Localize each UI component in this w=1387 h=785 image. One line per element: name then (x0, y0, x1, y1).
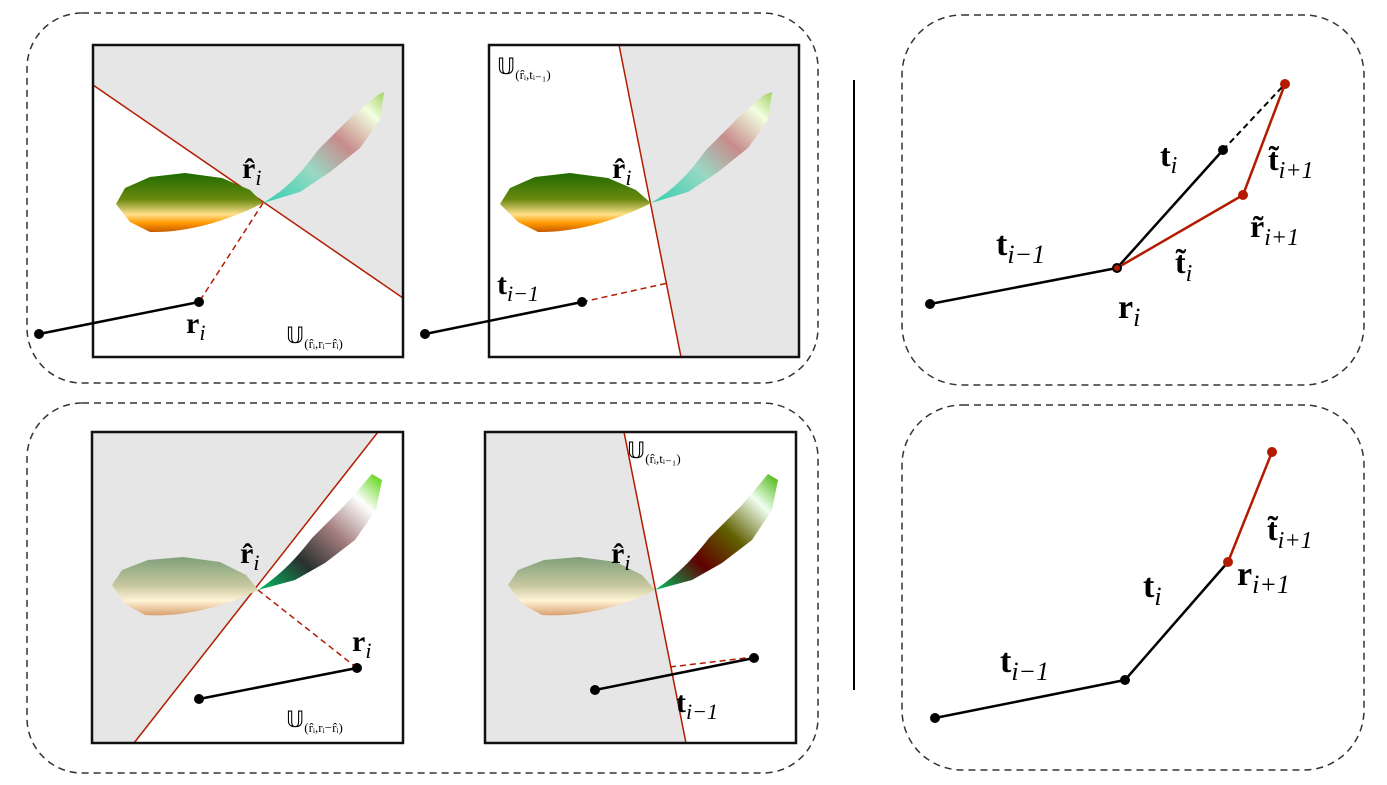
vector-t-tilde-next (1241, 83, 1287, 196)
plane-line (623, 432, 687, 743)
label-U-set: 𝕌(r̂ᵢ,rᵢ−r̂ᵢ) (286, 324, 343, 351)
point-r-i (194, 297, 204, 307)
panel-top-left-2: 𝕌(r̂ᵢ,tᵢ₋₁) r̂i ti−1 (420, 43, 801, 359)
vector-t-prev (929, 266, 1118, 306)
lobe-left (116, 173, 263, 233)
point-r-i (1120, 675, 1130, 685)
lobe-right (258, 474, 382, 590)
label-r-hat-i: r̂i (242, 152, 261, 190)
lobe-right (263, 92, 384, 203)
label-t-prev: ti−1 (1000, 643, 1049, 686)
label-r-hat-i: r̂i (240, 537, 259, 575)
point-end-t-i (1218, 145, 1228, 155)
label-t-prev: ti−1 (676, 686, 718, 724)
vector-t-i (1116, 149, 1224, 269)
panel-bottom-left-2: 𝕌(r̂ᵢ,tᵢ₋₁) r̂i ti−1 (483, 430, 798, 745)
vector-t-tilde-i (1116, 193, 1244, 270)
point (930, 713, 940, 723)
halfspace-shade (93, 45, 403, 298)
point (590, 685, 600, 695)
lobe-left (508, 557, 655, 616)
label-t-tilde-next: t̃i+1 (1267, 511, 1313, 554)
point (34, 329, 44, 339)
label-t-tilde-i: t̃i (1175, 244, 1192, 287)
point-r-i-red (1114, 265, 1120, 271)
vector-t-tilde-next (1226, 451, 1274, 563)
panel-frame (90, 430, 405, 745)
label-U-set: 𝕌(r̂ᵢ,rᵢ−r̂ᵢ) (286, 708, 343, 735)
group-border-bottom-left (26, 402, 819, 774)
panel-frame (487, 43, 801, 359)
label-r-i: ri (352, 625, 371, 663)
point (420, 329, 430, 339)
vector-t-prev (934, 678, 1126, 720)
vector-t-prev (594, 656, 755, 692)
lobe-right (651, 92, 772, 203)
label-r-hat-i: r̂i (611, 537, 630, 575)
lobe-right (655, 474, 778, 590)
perpendicular-dashed (581, 282, 669, 303)
point-end-red (1280, 79, 1290, 89)
vector-t-i (1124, 561, 1229, 681)
plane-line (618, 45, 682, 357)
label-t-prev: ti−1 (497, 268, 539, 306)
vector-t-prev (38, 300, 200, 336)
label-U-set: 𝕌(r̂ᵢ,tᵢ₋₁) (497, 55, 551, 82)
label-r-next: ri+1 (1237, 556, 1290, 599)
perpendicular-dashed (669, 656, 755, 668)
label-t-prev: ti−1 (996, 226, 1045, 269)
label-t-i: ti (1143, 568, 1162, 611)
label-U-set: 𝕌(r̂ᵢ,tᵢ₋₁) (627, 439, 681, 466)
label-t-i: ti (1160, 137, 1177, 179)
group-border-bottom-right (901, 404, 1365, 771)
lobe-left (112, 557, 258, 616)
panel-top-left-1: r̂i ri 𝕌(r̂ᵢ,rᵢ−r̂ᵢ) (34, 43, 405, 359)
point (925, 299, 935, 309)
point-r-tilde-next (1238, 190, 1248, 200)
panel-frame (483, 430, 798, 745)
point-end-red (1267, 447, 1277, 457)
lobe-left (500, 173, 651, 233)
point-r-next (1223, 557, 1233, 567)
vector-t-prev (424, 300, 583, 336)
vector-t-i-extension-dashed (1222, 83, 1286, 151)
vector-t-prev (198, 666, 358, 701)
point-r-i (577, 297, 587, 307)
panel-top-right: ti t̃i+1 ti−1 r̃i+1 t̃i ri (925, 79, 1314, 332)
group-border-top-right (901, 14, 1365, 386)
label-r-i: ri (1118, 289, 1140, 332)
label-t-tilde-next: t̃i+1 (1268, 141, 1314, 184)
label-r-hat-i: r̂i (612, 152, 631, 190)
panel-bottom-left-1: r̂i ri 𝕌(r̂ᵢ,rᵢ−r̂ᵢ) (90, 430, 405, 745)
point-r-i (352, 663, 362, 673)
panel-bottom-right: t̃i+1 ti ri+1 ti−1 (930, 447, 1313, 723)
panel-frame (91, 43, 405, 359)
group-border-top-left (26, 12, 819, 384)
label-r-i: ri (186, 307, 205, 345)
point-r-i (749, 653, 759, 663)
label-r-tilde-next: r̃i+1 (1250, 208, 1299, 251)
perpendicular-dashed (257, 589, 358, 669)
point (194, 694, 204, 704)
